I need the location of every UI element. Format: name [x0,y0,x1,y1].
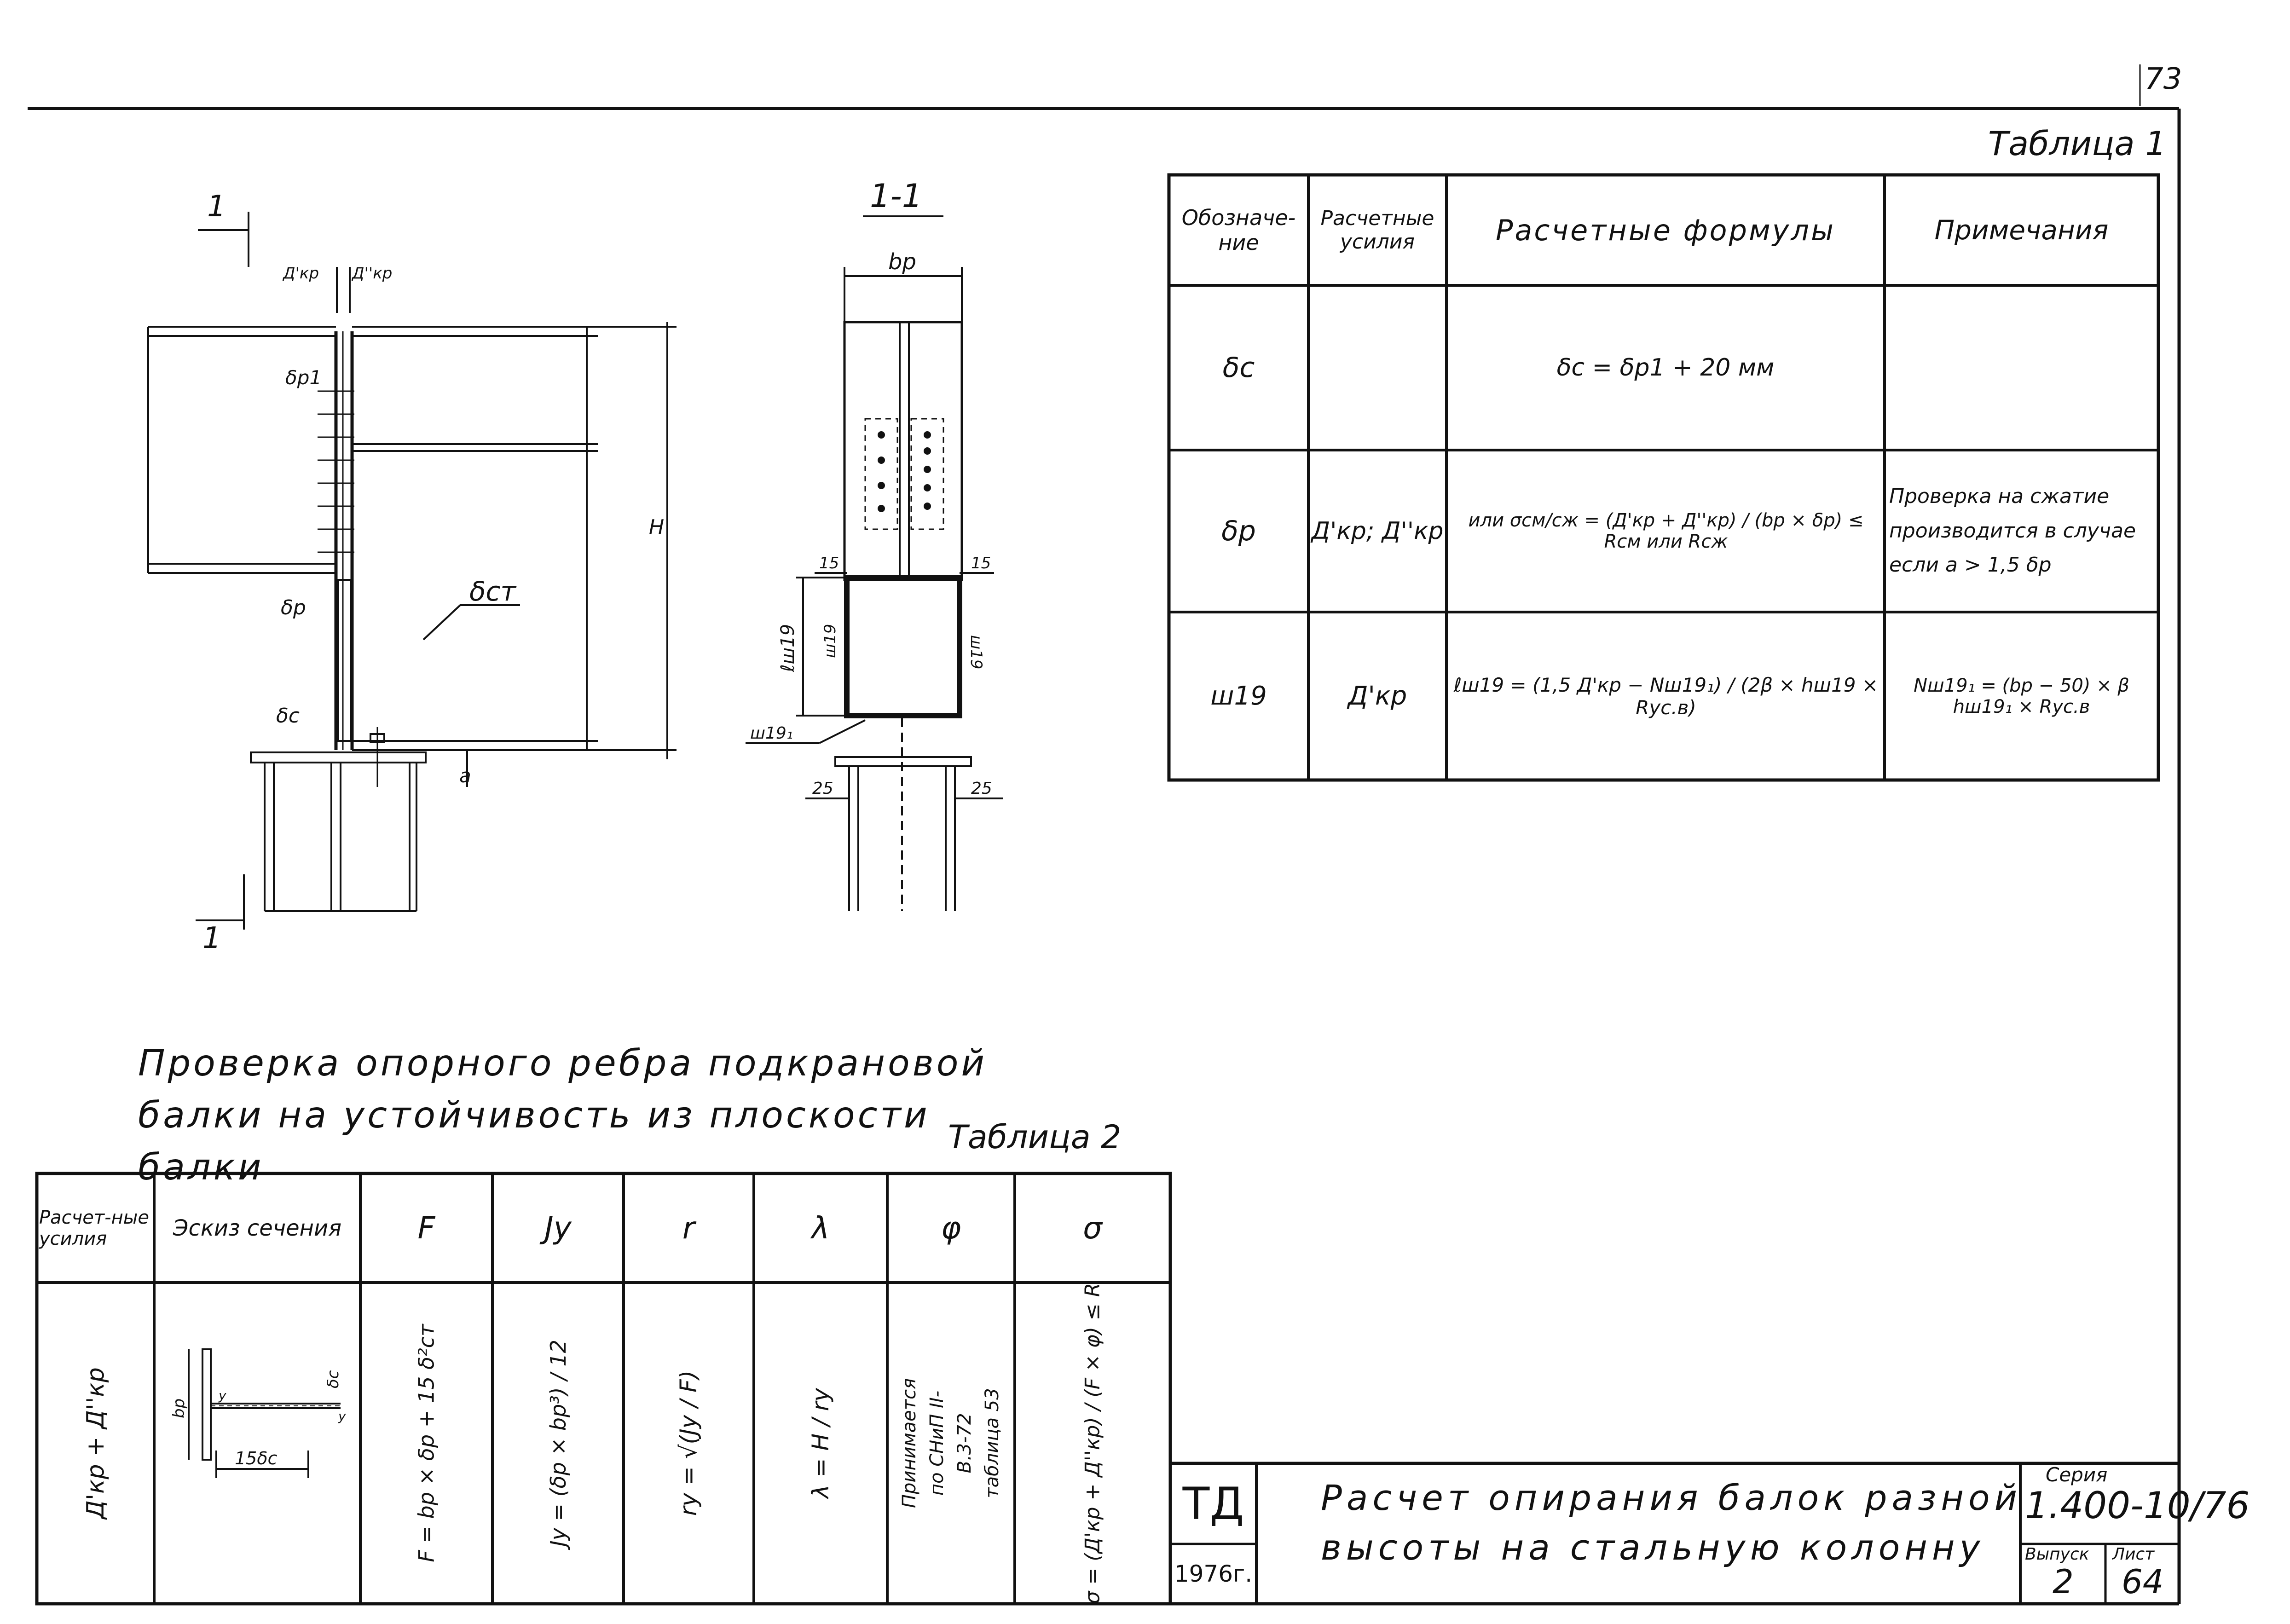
label-sh19-right: ш19 [967,635,985,669]
sheet-number: 64 [2122,1562,2164,1601]
title-block-title-2: высоты на стальную колонну [1321,1527,1985,1568]
section-mark-bottom: 1 [202,921,221,955]
table2-header-phi: φ [941,1210,961,1246]
label-sh19-left: ш19 [821,624,839,658]
table2-lambda-formula: λ = H / rу [807,1388,834,1498]
load-dkr-2: Д''кр [351,264,392,283]
table1-header-notes: Примечания [1934,214,2109,246]
label-lsh19: ℓш19 [777,624,798,672]
label-15-right: 15 [971,554,991,572]
table2-header-Jy: Jу [544,1210,572,1246]
sketch-label-br: bр [170,1399,188,1418]
label-dr: δр [281,596,306,619]
label-25-right: 25 [971,779,992,798]
table2-header-F: F [417,1210,435,1246]
table2-caption: Таблица 2 [948,1118,1122,1156]
table1-row2-forces: Д'кр; Д''кр [1311,517,1444,545]
table2-phi-note: Принимается по СНиП II-В.3-72 таблица 53 [899,1378,1003,1508]
table2-F-formula: F = bр × δр + 15 δ²ст [414,1324,439,1562]
sketch-label-15dc: 15δс [235,1448,278,1468]
table1-header-formulas: Расчетные формулы [1495,213,1836,247]
section-sketch: bр y y δс 15δс [170,1348,346,1478]
table1-row2-note: Проверка на сжатие производится в случае… [1889,484,2136,577]
label-H: H [649,515,664,539]
table2-header-forces: Расчет-ные усилия [39,1207,149,1249]
table1-header-symbol: Обозначе-ние [1181,205,1296,255]
load-dkr-1: Д'кр [282,264,319,283]
table2-header-r: r [682,1210,695,1246]
label-br: bр [888,249,916,275]
sketch-label-y1: y [218,1388,226,1403]
issue-number: 2 [2053,1562,2074,1601]
label-25-left: 25 [812,779,833,798]
label-a: a [459,764,471,787]
label-15-left: 15 [819,554,839,572]
table1-header-forces: Расчетные усилия [1320,207,1434,254]
table1-row3-note: Nш19₁ = (bр − 50) × β hш19₁ × Rус.в [1914,675,2129,717]
table1-row3-formula: ℓш19 = (1,5 Д'кр − Nш19₁) / (2β × hш19 ×… [1453,673,1879,719]
table1-row1-formula: δс = δр1 + 20 мм [1556,354,1775,381]
title-block-year: 1976г. [1174,1560,1253,1587]
label-dst: δст [469,576,517,607]
sketch-label-dc: δс [324,1370,342,1388]
table2-Jy-formula: Jу = (δр × bр³) / 12 [545,1340,571,1547]
label-dc: δс [276,704,300,728]
table2-forces: Д'кр + Д''кр [81,1367,110,1519]
table1-row3-forces: Д'кр [1347,681,1407,711]
table1-row2-formula: или σсм/сж = (Д'кр + Д''кр) / (bр × δр) … [1468,510,1864,552]
section-title: 1-1 [870,177,922,215]
table1-caption: Таблица 1 [1988,124,2167,163]
issue-label: Выпуск [2025,1545,2089,1564]
table2-header-sketch: Эскиз сечения [173,1215,342,1241]
sketch-label-y2: y [338,1409,346,1424]
series-label: Серия [2046,1463,2108,1486]
title-block-title-1: Расчет опирания балок разной [1321,1477,2022,1518]
table1-row3-symbol: ш19 [1210,681,1267,711]
left-elevation-drawing: 1 1 Д'кр Д''кр δр1 δр δс δст H a [147,190,677,955]
section-1-1-drawing: 1-1 bр 15 15 ℓш19 ш19 ш19 ш19₁ 25 25 [746,177,1003,911]
title-block-org: ТД [1182,1478,1244,1530]
table1-row2-symbol: δр [1221,515,1256,547]
table1-row1-symbol: δс [1222,352,1255,384]
table2-header-lambda: λ [811,1210,830,1246]
label-dr1: δр1 [285,366,322,389]
table2-r-formula: rу = √(Jу / F) [675,1370,702,1516]
label-sh19-1: ш19₁ [750,724,793,743]
section-heading: Проверка опорного ребра подкрановой балк… [138,1043,988,1189]
table2-header-sigma: σ [1083,1210,1102,1246]
page-number: 73 [2145,62,2182,96]
sheet-label: Лист [2112,1545,2155,1564]
section-mark-top: 1 [207,190,226,224]
series-number: 1.400-10/76 [2025,1484,2250,1527]
table2-sigma-formula: σ = (Д'кр + Д''кр) / (F × φ) ≤ R [1081,1283,1105,1604]
